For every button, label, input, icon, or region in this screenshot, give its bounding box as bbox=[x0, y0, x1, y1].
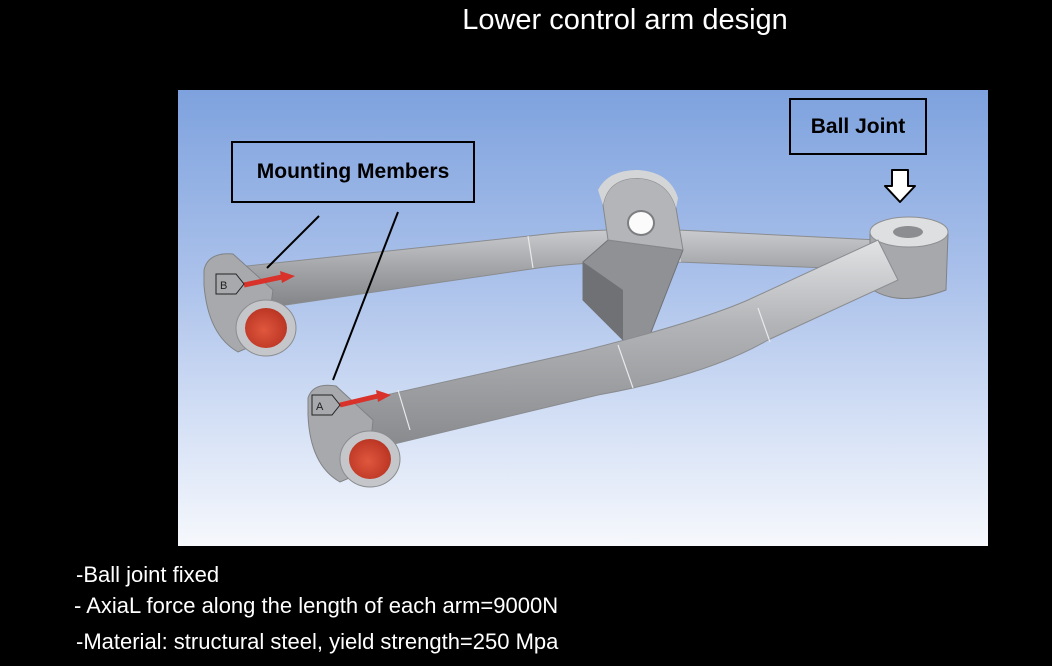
marker-a: A bbox=[311, 394, 341, 416]
marker-a-label: A bbox=[316, 401, 324, 413]
note-item: -Material: structural steel, yield stren… bbox=[76, 629, 559, 654]
force-arrow-icon bbox=[243, 271, 295, 288]
leader-line-b bbox=[266, 215, 320, 269]
ball-joint-callout: Ball Joint bbox=[789, 98, 927, 155]
down-arrow-icon bbox=[884, 169, 916, 203]
control-arm-model: B A bbox=[203, 169, 949, 488]
center-bracket bbox=[582, 170, 684, 341]
slide-title: Lower control arm design bbox=[462, 4, 788, 36]
marker-b: B bbox=[215, 273, 245, 295]
mount-a bbox=[307, 384, 401, 488]
mount-b bbox=[203, 253, 297, 357]
leader-line-a bbox=[332, 211, 399, 381]
mounting-members-callout: Mounting Members bbox=[231, 141, 475, 203]
marker-b-label: B bbox=[220, 280, 227, 292]
model-viewport[interactable]: B A Mounting Members Ball Joint bbox=[178, 90, 988, 546]
note-item: - AxiaL force along the length of each a… bbox=[74, 593, 559, 618]
note-item: -Ball joint fixed bbox=[76, 562, 220, 587]
force-arrow-icon bbox=[339, 390, 391, 408]
lower-arm bbox=[327, 239, 899, 456]
